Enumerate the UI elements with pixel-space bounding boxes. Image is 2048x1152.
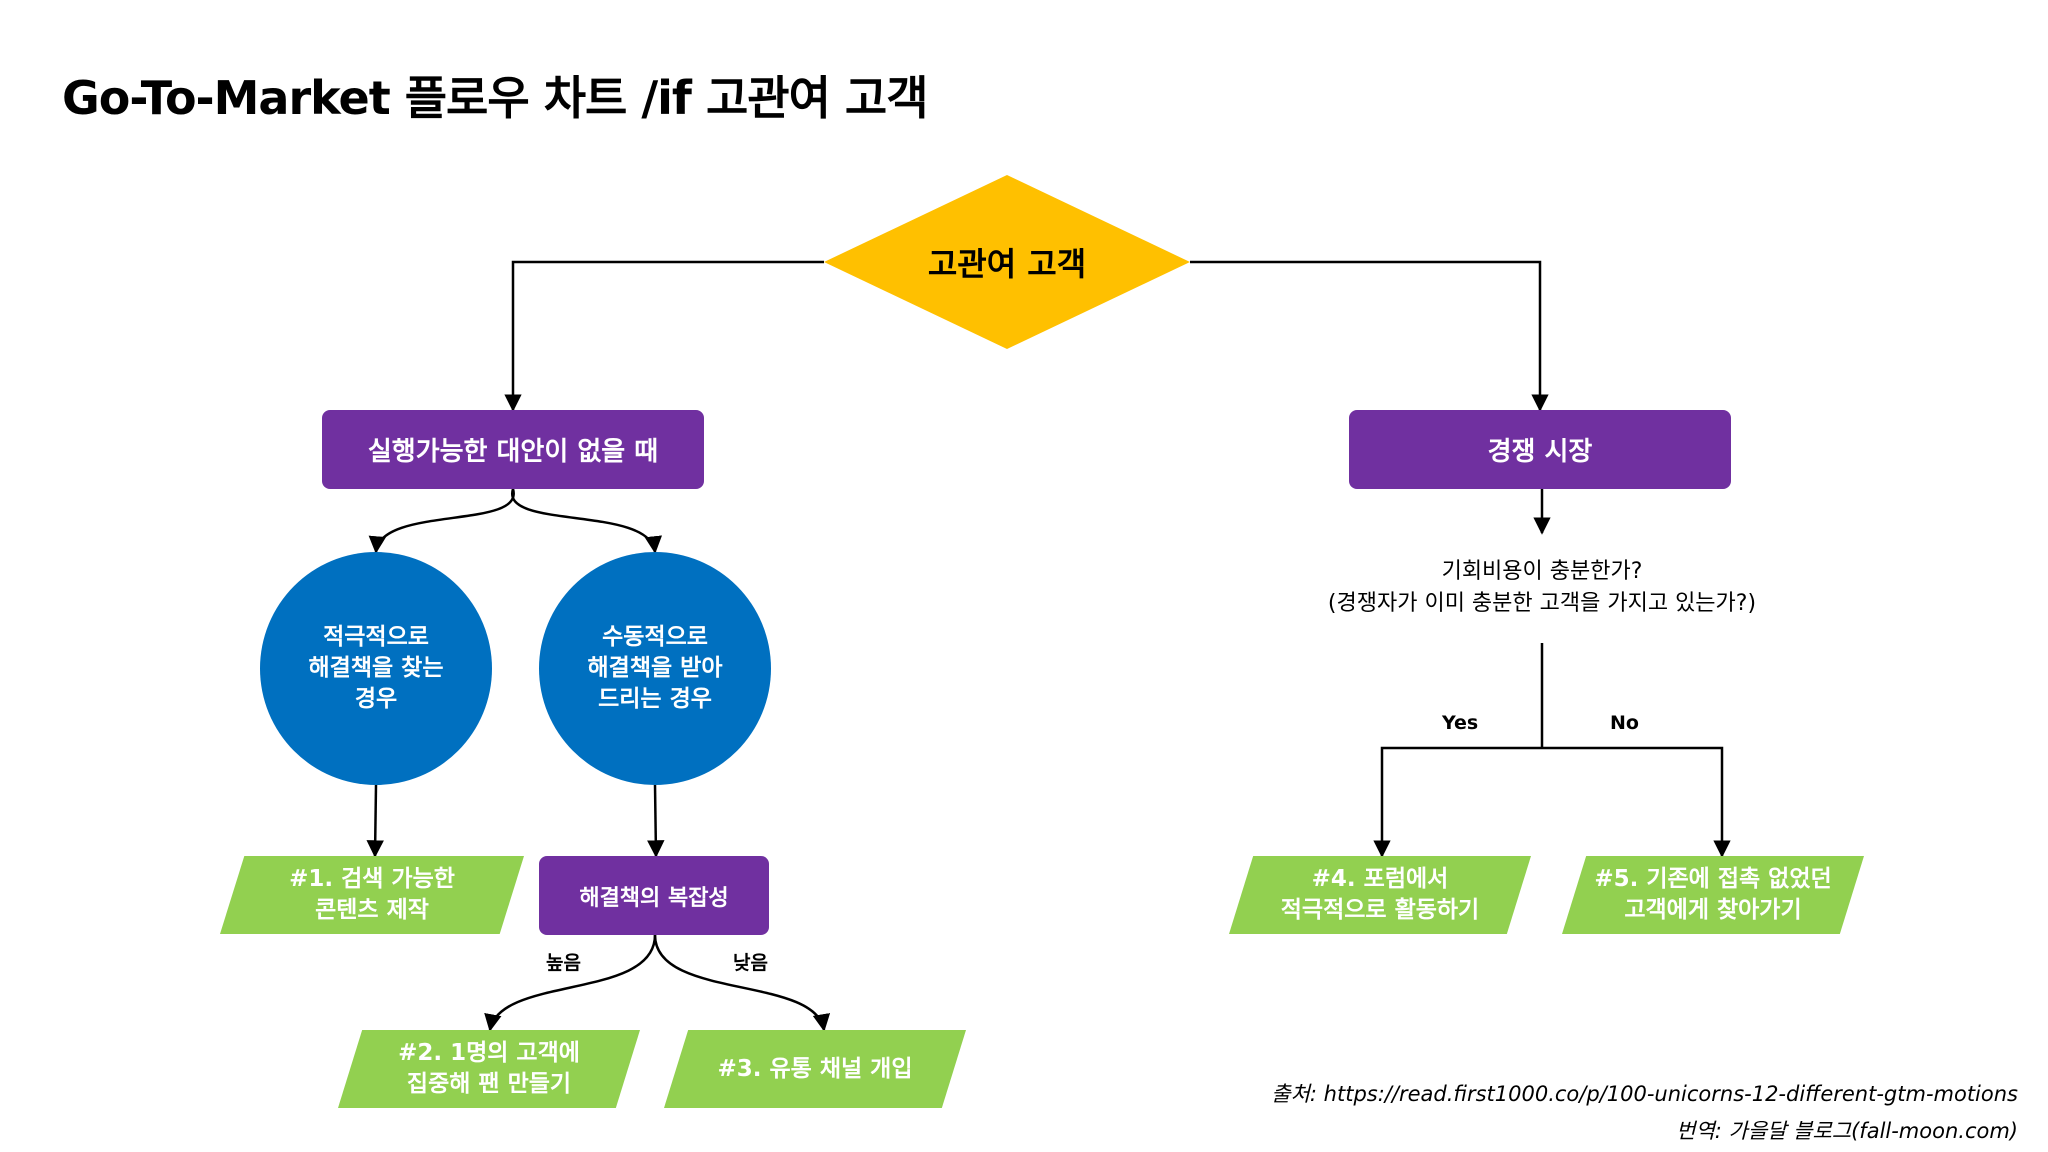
connector-root-left — [504, 260, 824, 412]
question-line-2: (경쟁자가 이미 충분한 고객을 가지고 있는가?) — [1327, 591, 1757, 616]
question-line-1: 기회비용이 충분한가? — [1441, 559, 1643, 584]
outcome-3-box: #3. 유통 채널 개입 — [664, 1030, 966, 1108]
passive-receiver-circle: 수동적으로 해결책을 받아 드리는 경우 — [539, 552, 771, 785]
solution-complexity-box: 해결책의 복잡성 — [539, 856, 769, 935]
root-label: 고관여 고객 — [927, 245, 1087, 283]
active-seeker-circle: 적극적으로 해결책을 찾는 경우 — [260, 552, 492, 785]
source-prefix: 출처 — [1271, 1082, 1310, 1106]
no-alternative-box: 실행가능한 대안이 없을 때 — [322, 410, 704, 489]
outcome-5-box: #5. 기존에 접촉 없었던 고객에게 찾아가기 — [1562, 856, 1864, 934]
connector-complexity-high — [484, 934, 657, 1032]
connector-root-right — [1190, 260, 1549, 412]
page-title: Go-To-Market 플로우 차트 /if 고관여 고객 — [62, 71, 929, 125]
connector-left-passive — [511, 488, 662, 554]
connector-active-outcome1 — [366, 784, 384, 858]
root-diamond — [824, 175, 1190, 349]
high-label: 높음 — [546, 952, 581, 974]
competitive-market-box: 경쟁 시장 — [1349, 410, 1731, 489]
outcome-1-box: #1. 검색 가능한 콘텐츠 제작 — [220, 856, 524, 934]
outcome-4-box: #4. 포럼에서 적극적으로 활동하기 — [1229, 856, 1531, 934]
connector-left-active — [368, 488, 515, 554]
connector-passive-complexity — [647, 784, 665, 858]
translation-credit: 번역: 가을달 블로그(fall-moon.com) — [1676, 1115, 2018, 1145]
no-label: No — [1610, 712, 1639, 734]
connector-complexity-low — [653, 934, 831, 1032]
translation-prefix: 번역 — [1676, 1119, 1715, 1143]
opportunity-cost-question: 기회비용이 충분한가? (경쟁자가 이미 충분한 고객을 가지고 있는가?) — [1292, 556, 1792, 620]
yes-label: Yes — [1442, 712, 1479, 734]
low-label: 낮음 — [733, 952, 768, 974]
connector-yes — [1373, 746, 1542, 858]
outcome-2-box: #2. 1명의 고객에 집중해 팬 만들기 — [338, 1030, 640, 1108]
translation-text: : 가을달 블로그(fall-moon.com) — [1714, 1119, 2018, 1143]
source-credit: 출처: https://read.first1000.co/p/100-unic… — [1271, 1078, 2018, 1108]
source-url: : https://read.first1000.co/p/100-unicor… — [1309, 1082, 2018, 1106]
connector-no — [1542, 746, 1731, 858]
